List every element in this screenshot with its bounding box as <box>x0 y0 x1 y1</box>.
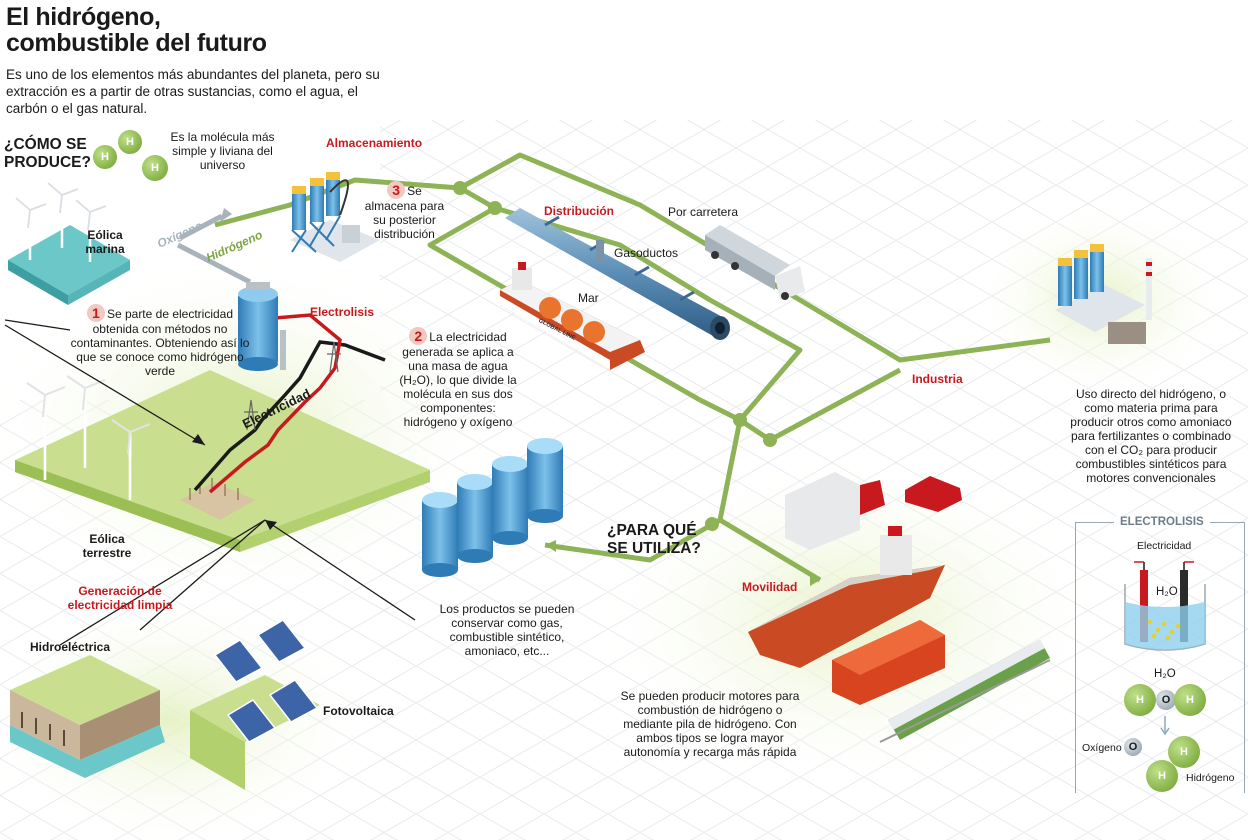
hydrogen-atom-icon: H <box>1174 684 1206 716</box>
down-arrow-icon <box>1160 716 1170 736</box>
step2-body: La electricidad generada se aplica a una… <box>399 330 517 429</box>
productos-text: Los productos se pueden conservar como g… <box>439 602 575 658</box>
industria-text: Uso directo del hidrógeno, o como materi… <box>1070 387 1232 485</box>
label-distribucion: Distribución <box>544 204 615 218</box>
onshore-land <box>15 370 430 552</box>
molecule-note: Es la molécula más simple y liviana del … <box>170 130 275 172</box>
hydrogen-atom-icon: H <box>118 130 142 154</box>
pylons <box>244 341 341 431</box>
callout-arrowhead-1 <box>192 434 205 445</box>
question-uses-line2: SE UTILIZA? <box>607 540 701 557</box>
label-industria: Industria <box>912 372 963 386</box>
label-gasoductos: Gasoductos <box>614 246 679 260</box>
hydroelectric-dam <box>10 655 165 778</box>
step2-badge: 2 <box>409 327 428 345</box>
flow-nodes <box>453 181 777 531</box>
oxygen-arrow <box>178 213 224 241</box>
oxygen-arrowhead <box>220 208 232 222</box>
label-carretera: Por carretera <box>668 205 739 219</box>
title-line-1: El hidrógeno, <box>6 3 161 31</box>
mobility-vehicles <box>748 472 1051 743</box>
oxygen-atom-icon: O <box>1156 690 1176 710</box>
hydrogen-atom-icon: H <box>142 155 168 181</box>
industry-plant <box>1055 244 1152 344</box>
step3-badge: 3 <box>387 181 406 199</box>
oxygen-atom-icon: O <box>1124 738 1142 756</box>
product-tanks <box>422 438 563 577</box>
electrolysis-tank <box>238 282 286 371</box>
flow-arrowhead-mobility <box>810 572 820 586</box>
label-generacion: Generación de electricidad limpia <box>67 584 173 612</box>
label-electrolisis: Electrolisis <box>310 305 375 319</box>
flow-arrowhead-products <box>545 540 556 552</box>
electrolysis-h2o-inside: H₂O <box>1156 586 1178 598</box>
callout-lines <box>4 319 416 646</box>
electrolysis-beaker <box>1124 561 1206 651</box>
main-title: El hidrógeno, combustible del futuro <box>6 4 267 56</box>
step3-body: Se almacena para su posterior distribuci… <box>364 184 445 241</box>
electrolysis-oxigeno-label: Oxígeno <box>1082 742 1122 754</box>
step1-badge: 1 <box>86 304 105 322</box>
question-uses: ¿PARA QUÉ SE UTILIZA? <box>607 522 701 558</box>
hydrogen-atom-icon: H <box>93 145 117 169</box>
title-line-2: combustible del futuro <box>6 29 267 57</box>
question-produce-line1: ¿CÓMO SE <box>4 136 87 153</box>
electricity-line-black <box>193 340 386 492</box>
hydrogen-atom-icon: H <box>1168 736 1200 768</box>
label-movilidad: Movilidad <box>742 580 798 594</box>
label-fotovoltaica: Fotovoltaica <box>323 704 394 718</box>
intro-text: Es uno de los elementos más abundantes d… <box>6 67 380 116</box>
label-mar: Mar <box>578 291 599 305</box>
movilidad-text: Se pueden producir motores para combusti… <box>620 689 800 759</box>
oxygen-line <box>176 242 252 285</box>
label-hidroelectrica: Hidroeléctrica <box>30 640 111 654</box>
question-produce-line2: PRODUCE? <box>4 154 91 171</box>
electrolysis-electricidad-label: Electricidad <box>1137 540 1192 552</box>
label-almacenamiento: Almacenamiento <box>326 136 423 150</box>
hydrogen-atom-icon: H <box>1146 760 1178 792</box>
step1-body: Se parte de electricidad obtenida con mé… <box>70 307 250 378</box>
hydrogen-atom-icon: H <box>1124 684 1156 716</box>
label-eolica-terrestre: Eólica terrestre <box>82 532 132 560</box>
pipeline <box>505 208 730 340</box>
solar-field <box>190 619 320 790</box>
electrolysis-h2o-label: H₂O <box>1154 668 1176 680</box>
label-eolica-marina: Eólica marina <box>85 228 125 256</box>
offshore-wind-platform <box>8 182 130 305</box>
question-uses-line1: ¿PARA QUÉ <box>607 522 697 539</box>
gas-carrier-ship <box>500 262 645 370</box>
question-produce: ¿CÓMO SE PRODUCE? <box>4 136 91 172</box>
callout-arrowhead-2 <box>265 520 277 530</box>
electrolysis-hidrogeno-label: Hidrógeno <box>1186 772 1235 784</box>
electrolysis-panel-title: ELECTROLISIS <box>1114 516 1210 528</box>
storage-facility <box>290 172 380 262</box>
electricity-line-red <box>208 313 342 494</box>
tanker-truck <box>705 225 805 300</box>
